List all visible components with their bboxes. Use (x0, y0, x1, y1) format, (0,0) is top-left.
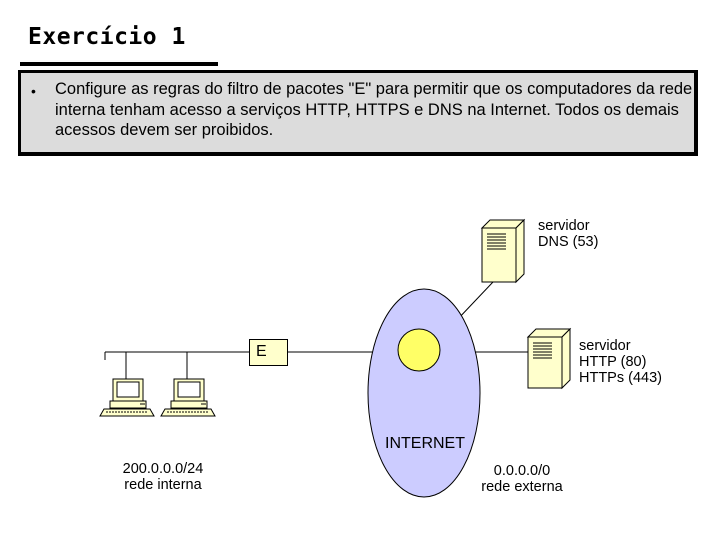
external-network-address: 0.0.0.0/0 (493, 463, 551, 479)
dns-server-icon (480, 218, 526, 284)
internet-label: INTERNET (385, 435, 465, 452)
title-underline (20, 62, 218, 66)
filter-label-box: E (249, 339, 288, 366)
filter-label: E (256, 343, 267, 360)
internet-ellipse (367, 288, 481, 498)
http-server-label-line2: HTTP (80) (579, 354, 647, 370)
dns-server-label-line1: servidor (538, 218, 590, 234)
internal-network-name: rede interna (124, 477, 202, 493)
packet-filter-router (397, 328, 441, 372)
http-server-label-line1: servidor (579, 338, 631, 354)
http-server-label: servidor HTTP (80) HTTPs (443) (579, 338, 662, 386)
external-network-name: rede externa (481, 479, 563, 495)
internal-network-label: 200.0.0.0/24 rede interna (108, 461, 218, 493)
http-server-label-line3: HTTPs (443) (579, 370, 662, 386)
http-server-icon (526, 327, 572, 390)
dns-server-label-line2: DNS (53) (538, 234, 599, 250)
page-title: Exercício 1 (28, 24, 186, 50)
computer-2-icon (160, 378, 216, 417)
external-network-label: 0.0.0.0/0 rede externa (468, 463, 576, 495)
instruction-box: • Configure as regras do filtro de pacot… (18, 70, 698, 156)
instruction-text: Configure as regras do filtro de pacotes… (55, 80, 693, 139)
dns-server-label: servidor DNS (53) (538, 218, 598, 250)
computer-1-icon (99, 378, 155, 417)
internal-network-address: 200.0.0.0/24 (122, 461, 204, 477)
bullet-marker: • (31, 83, 36, 99)
